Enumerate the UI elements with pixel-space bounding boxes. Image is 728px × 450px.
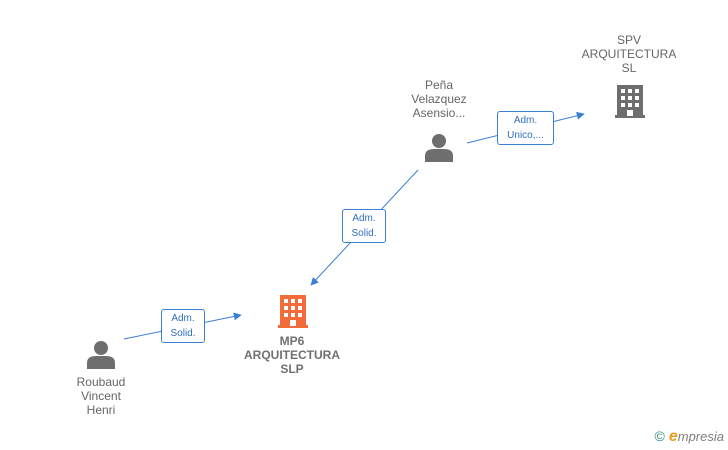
copyright-icon: © [654,428,665,444]
node-label-line: Peña [424,78,454,92]
node-label-line: Vincent [81,389,121,403]
node-label-line: SPV [616,33,641,47]
node-label-line: Asensio... [412,106,466,120]
node-label-line: ARQUITECTURA [581,47,677,61]
edge-label-adm-solid-pena[interactable]: Adm. Solid. [342,209,386,243]
node-label-line: Henri [86,403,116,417]
node-label-line: SLP [280,362,304,376]
edge-label-line: Adm. [352,213,376,224]
edge-label-line: Unico,... [507,130,544,141]
edge-label-line: Solid. [351,228,377,239]
building-icon[interactable] [614,84,646,118]
node-mp6-arquitectura[interactable]: MP6 ARQUITECTURA SLP [232,334,352,376]
footer-brand: ©empresia [655,428,724,446]
brand-logo-text: mpresia [677,429,724,444]
person-icon[interactable] [86,339,116,369]
node-roubaud-vincent[interactable]: Roubaud Vincent Henri [49,375,153,417]
person-icon[interactable] [424,132,454,162]
node-spv-arquitectura[interactable]: SPV ARQUITECTURA SL [574,33,684,75]
node-label-line: Roubaud [76,375,126,389]
brand-logo-initial: e [668,428,678,445]
edge-label-line: Adm. [513,115,538,126]
edge-label-adm-solid-roubaud[interactable]: Adm. Solid. [161,309,205,343]
node-label-line: SL [621,61,637,75]
edge-label-adm-unico[interactable]: Adm. Unico,... [497,111,554,145]
node-label-line: MP6 [279,334,305,348]
node-label-line: ARQUITECTURA [244,348,340,362]
edge-label-line: Solid. [170,328,196,339]
building-icon[interactable] [277,294,309,328]
edge-label-line: Adm. [171,313,195,324]
node-label-line: Velazquez [411,92,467,106]
node-pena-velazquez[interactable]: Peña Velazquez Asensio... [386,78,492,120]
